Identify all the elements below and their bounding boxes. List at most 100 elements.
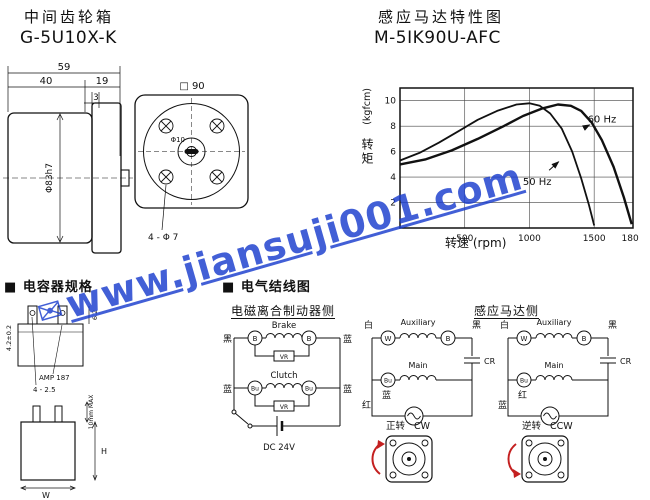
capacitor-header-label: 电容器规格	[22, 280, 93, 295]
dim-lead-max: 10mm MAX	[88, 395, 95, 430]
cw-en-label: CW	[414, 421, 431, 432]
terminal-bu: Bu	[520, 378, 528, 385]
gearbox-dimension-drawing: 59 40 19 3 Φ83h7 □ 90 Φ10	[3, 62, 249, 254]
dim-shaft-step: 3	[93, 93, 98, 103]
y-tick-label: 10	[385, 97, 397, 107]
aux-coil-label: Auxiliary	[401, 318, 436, 327]
dim-flange-width: 19	[96, 76, 109, 87]
series-annotation-label: 50 Hz	[523, 177, 552, 188]
main-coil-label: Main	[408, 361, 427, 370]
main-coil	[399, 375, 437, 381]
wire-blue-label: 蓝	[498, 399, 507, 411]
wire-color-blue-left: 蓝	[223, 383, 232, 395]
wire-white-label: 白	[364, 319, 373, 331]
dc-power-label: DC 24V	[263, 443, 295, 453]
clutch-brake-circuit: B B Bu Bu Brake Clutch VR VR 黑 蓝 蓝 蓝 DC …	[223, 321, 352, 453]
x-tick-label: 1000	[518, 234, 541, 244]
wire-black-label: 黑	[608, 320, 617, 331]
y-tick-label: 8	[390, 122, 396, 132]
dim-mount-holes: 4 - Φ 7	[148, 233, 178, 243]
motor-circuit-ccw: W B Bu Auxiliary Main CR 白 黑 蓝 红 逆转 CCW	[498, 318, 632, 483]
dim-spigot-diameter: Φ83h7	[45, 163, 55, 193]
clutch-brake-subtitle: 电磁离合制动器侧	[231, 304, 336, 318]
motor-model: M-5IK90U-AFC	[374, 28, 501, 48]
gearbox-side-view	[3, 102, 133, 254]
motor-face-cw	[371, 435, 433, 483]
plot-frame	[399, 87, 634, 229]
main-coil-label: Main	[544, 361, 563, 370]
dimension-lines	[7, 66, 121, 156]
y-axis-unit: (kgfcm)	[362, 88, 373, 125]
gearbox-front-view	[134, 94, 249, 231]
clutch-coil-label: Clutch	[270, 371, 297, 381]
motor-chart-title: 感应马达特性图	[378, 8, 505, 26]
x-tick-label: 1800	[622, 234, 639, 244]
wire-white-label: 白	[500, 319, 509, 331]
wire-color-blue-right: 蓝	[343, 383, 352, 395]
brake-coil	[265, 333, 303, 339]
wire-red-label: 红	[518, 389, 527, 401]
wire-color-black: 黑	[223, 334, 232, 345]
terminal-b: B	[446, 335, 451, 343]
terminal-b: B	[582, 335, 587, 343]
capacitor-cr-label: CR	[484, 357, 496, 366]
aux-coil	[399, 333, 437, 339]
y-tick-label: 2	[390, 199, 396, 209]
switch-pivot	[231, 409, 237, 415]
cw-rotation-arrow-icon	[371, 443, 381, 475]
series-annotation-arrow	[548, 161, 560, 171]
shaft-keyway	[184, 149, 199, 154]
ccw-rotation-arrow-icon	[507, 443, 517, 475]
capacitor-section-header: ■ 电容器规格	[4, 276, 93, 295]
x-axis-label: 转速 (rpm)	[445, 236, 507, 250]
wiring-header-label: 电气结线图	[240, 280, 311, 295]
gearbox-title: 中间齿轮箱	[24, 8, 115, 26]
motor-side-subtitle: 感应马达侧	[474, 304, 540, 318]
terminal-b-right: B	[307, 335, 312, 343]
capacitor-drawing: 4.2±0.2 6.2 AMP 187 4 - 2.5 10mm MAX H W	[5, 305, 107, 500]
ccw-en-label: CCW	[550, 421, 573, 432]
dim-total-width: 59	[58, 62, 71, 73]
gearbox-model: G-5U10X-K	[20, 28, 117, 48]
dim-flange-square: □ 90	[179, 81, 204, 92]
ac-source	[540, 406, 560, 426]
terminal-bu: Bu	[384, 378, 392, 385]
dim-height-label: H	[101, 447, 107, 456]
section-bullet-icon: ■	[4, 280, 18, 295]
y-axis-name: 转矩	[360, 138, 374, 166]
dim-terminal-height: 6.2	[91, 310, 99, 320]
x-tick-label: 500	[456, 234, 473, 244]
capacitor-terminal-view	[17, 305, 90, 386]
cw-cn-label: 正转	[386, 420, 406, 432]
series-annotation-label: 60 Hz	[588, 115, 617, 126]
terminal-w: W	[521, 335, 528, 343]
capacitor-cr-label: CR	[620, 357, 632, 366]
brake-coil-label: Brake	[272, 321, 296, 331]
y-tick-label: 6	[390, 148, 396, 158]
switch-lever	[234, 412, 249, 425]
section-bullet-icon: ■	[222, 280, 236, 295]
wiring-section-header: ■ 电气结线图	[222, 276, 311, 295]
wire-blue-label: 蓝	[382, 389, 391, 401]
mount-hole-bottom-left	[158, 169, 174, 185]
dim-width-label: W	[42, 491, 50, 500]
capacitor-body-view	[20, 401, 98, 491]
dim-shaft-diameter: Φ10	[171, 136, 185, 144]
mount-hole-bottom-right	[209, 169, 225, 185]
wire-black-label: 黑	[472, 320, 481, 331]
aux-coil-label: Auxiliary	[537, 318, 572, 327]
dim-terminal-holes: 4 - 2.5	[33, 386, 56, 394]
series-annotation-arrow	[582, 124, 591, 131]
wire-color-blue-top: 蓝	[343, 333, 352, 345]
terminal-w: W	[385, 335, 392, 343]
terminal-b-left: B	[253, 335, 258, 343]
terminal-bu-left: Bu	[251, 386, 259, 393]
dim-terminal-thickness: 4.2±0.2	[5, 325, 13, 351]
ccw-cn-label: 逆转	[522, 420, 542, 432]
ac-source	[404, 406, 424, 426]
terminal-bu-right: Bu	[305, 386, 313, 393]
clutch-coil	[265, 383, 303, 389]
varistor-label-brake: VR	[280, 354, 288, 361]
